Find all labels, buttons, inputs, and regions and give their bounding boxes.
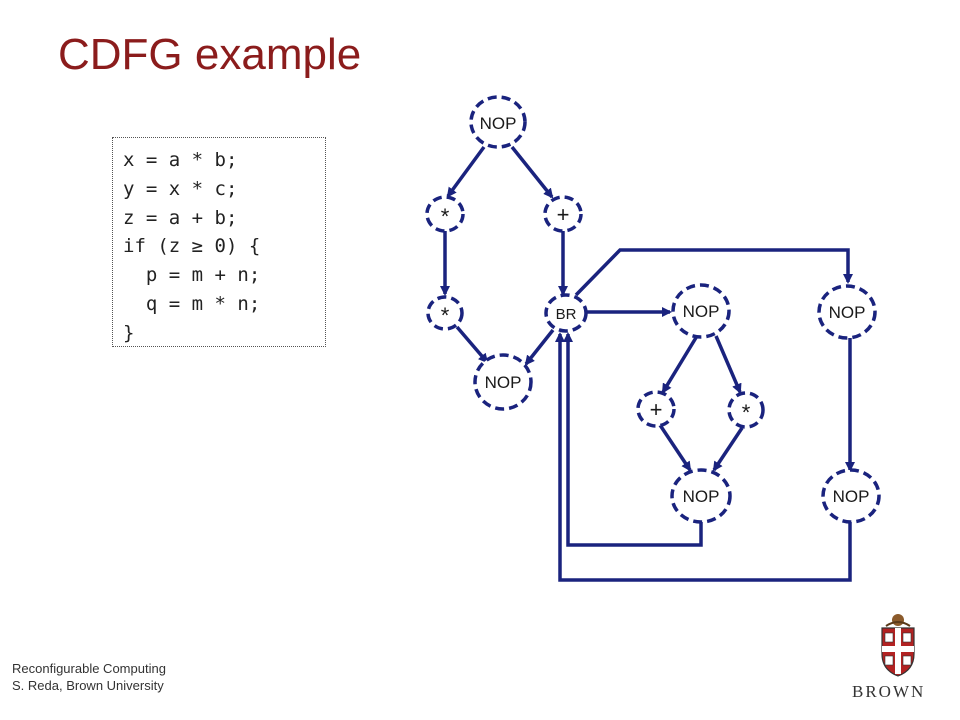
footer-course: Reconfigurable Computing (12, 661, 166, 676)
node-mul-a (425, 195, 465, 233)
edge-br-nopelse (574, 248, 853, 297)
node-add-a (543, 195, 583, 233)
code-line: p = m + n; (123, 264, 261, 287)
slide-title: CDFG example (58, 30, 362, 79)
node-nop-then-end (670, 468, 732, 524)
edge-mul-nopthenend (712, 427, 744, 472)
edge-nopthen-add (661, 335, 699, 394)
code-line: x = a * b; (123, 149, 238, 171)
node-add-a-label: + (557, 202, 570, 227)
node-nop-join (473, 353, 533, 411)
node-nop-then (671, 283, 731, 339)
node-nop-else (817, 284, 877, 340)
edge-nopthen-mul (714, 335, 742, 394)
node-add-b (636, 390, 676, 428)
edge-noptop-add (510, 145, 554, 199)
edge-noptop-mul (446, 145, 486, 198)
edge-nopthenend-br (563, 332, 703, 547)
footer-author: S. Reda, Brown University (12, 678, 164, 693)
code-line: } (123, 321, 135, 344)
brown-university-shield-icon (881, 614, 915, 677)
node-nop-join-label: NOP (485, 373, 522, 392)
code-line: y = x * c; (123, 177, 238, 200)
edge-nopelseend-br (555, 332, 852, 582)
node-nop-else-end-label: NOP (833, 487, 870, 506)
node-nop-else-end (821, 468, 881, 524)
node-nop-then-label: NOP (683, 302, 720, 321)
footer: Reconfigurable Computing S. Reda, Brown … (12, 660, 166, 694)
edge-add-nopthenend (658, 424, 692, 472)
node-nop-else-label: NOP (829, 303, 866, 322)
node-mul-a-label: * (441, 204, 450, 229)
node-mul-b-label: * (441, 303, 450, 328)
node-br-label: BR (556, 306, 577, 323)
node-add-b-label: + (650, 397, 663, 422)
node-mul-c (727, 391, 765, 429)
node-br (544, 293, 588, 333)
node-mul-c-label: * (742, 400, 751, 425)
node-nop-then-end-label: NOP (683, 487, 720, 506)
node-mul-b (426, 295, 464, 331)
node-nop-top (469, 95, 527, 149)
code-block: x = a * b; y = x * c; z = a + b; if (z ≥… (112, 137, 326, 347)
node-nop-top-label: NOP (480, 114, 517, 133)
edge-mul-nopjoin (455, 325, 489, 364)
edge-br-nopjoin (524, 328, 555, 366)
brown-wordmark: BROWN (852, 682, 926, 701)
code-line: z = a + b; (123, 206, 238, 229)
code-line: q = m * n; (123, 292, 261, 315)
code-line: if (z ≥ 0) { (123, 235, 261, 258)
